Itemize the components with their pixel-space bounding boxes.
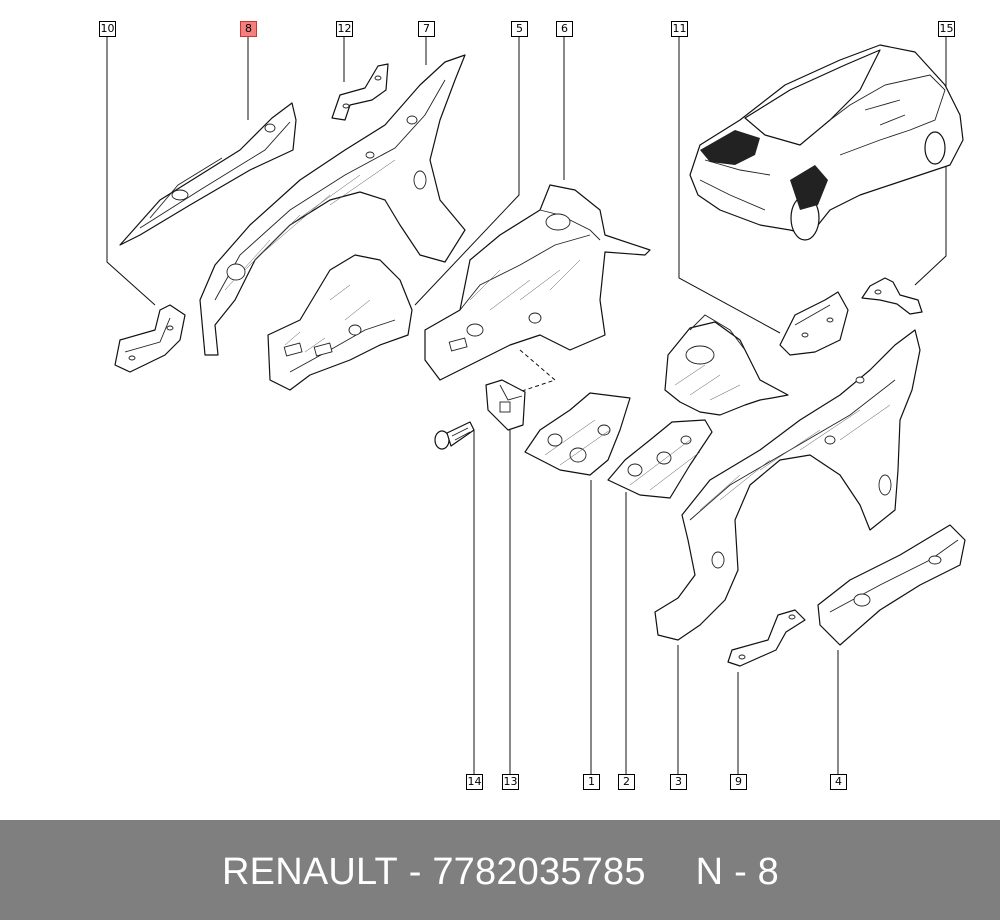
callout-10[interactable]: 10 [99, 21, 116, 37]
caption-separator: - [397, 851, 433, 893]
callout-14[interactable]: 14 [466, 774, 483, 790]
callout-6[interactable]: 6 [556, 21, 573, 37]
part-7-left-wing-structure [199, 54, 466, 356]
part-1-front-plate [524, 392, 631, 476]
leader-assembly-dash [509, 349, 556, 396]
leader-lines [106, 37, 947, 774]
callout-11[interactable]: 11 [671, 21, 688, 37]
part-10-bracket [114, 304, 186, 373]
part-number: 7782035785 [432, 851, 646, 893]
part-11-bracket [779, 291, 849, 356]
leader-5 [414, 37, 520, 306]
footer-caption: RENAULT - 7782035785 N - 8 [222, 852, 779, 892]
callout-3[interactable]: 3 [670, 774, 687, 790]
callout-13[interactable]: 13 [502, 774, 519, 790]
part-12-bracket [331, 63, 389, 121]
leader-11 [678, 37, 781, 334]
part-8-upper-rail [119, 102, 297, 246]
callout-2[interactable]: 2 [618, 774, 635, 790]
part-5-left-wheel-arch [267, 254, 413, 391]
part-3-right-wing-structure [654, 329, 921, 641]
part-13-clip [485, 379, 526, 431]
part-14-bolt [434, 421, 475, 450]
callout-9[interactable]: 9 [730, 774, 747, 790]
part-9-bracket [727, 609, 806, 667]
position-label: N - 8 [695, 851, 780, 893]
part-2-plate [607, 419, 713, 499]
callout-15[interactable]: 15 [938, 21, 955, 37]
part-15-bracket [861, 277, 923, 315]
vehicle-locator-sketch [689, 44, 964, 241]
part-6-left-side-member [424, 184, 651, 381]
part-right-side-member [664, 314, 789, 416]
callout-5[interactable]: 5 [511, 21, 528, 37]
leader-10 [106, 37, 156, 306]
diagram-drawing [106, 37, 966, 774]
callout-7[interactable]: 7 [418, 21, 435, 37]
callout-8[interactable]: 8 [240, 21, 257, 37]
callout-4[interactable]: 4 [830, 774, 847, 790]
callout-1[interactable]: 1 [583, 774, 600, 790]
callout-12[interactable]: 12 [336, 21, 353, 37]
brand-name: RENAULT [222, 851, 398, 893]
exploded-parts-diagram: 10 8 12 7 5 6 11 15 14 13 1 2 3 9 4 [99, 21, 966, 790]
footer-band [0, 820, 1000, 920]
part-4-right-upper-rail [817, 524, 966, 646]
